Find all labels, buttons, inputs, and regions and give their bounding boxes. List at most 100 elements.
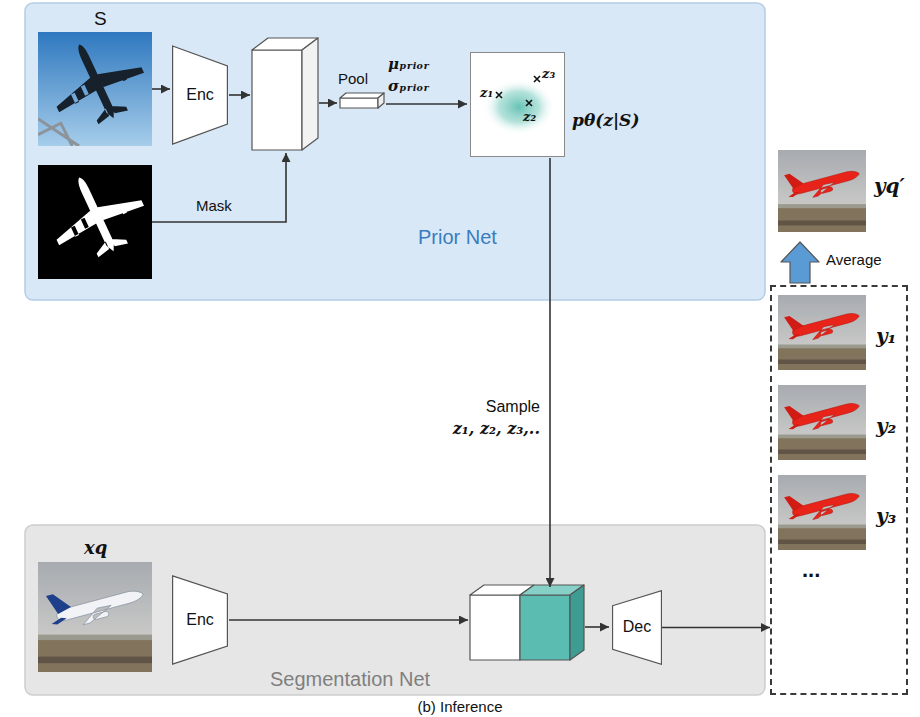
average-arrow — [781, 242, 819, 283]
encoder-block: Enc — [172, 575, 228, 665]
latent-feature-cube — [520, 595, 570, 660]
sample-label: Sample — [486, 398, 540, 416]
latent-distribution-box: z₁z₃z₂pθ(z|S) — [470, 52, 565, 157]
panel-background — [25, 3, 765, 300]
latent-sample-label: z₃ — [542, 67, 555, 82]
panel-title: Prior Net — [418, 226, 497, 249]
encoder-block: Enc — [172, 45, 228, 145]
horizon — [778, 204, 866, 208]
airplane-tail — [783, 493, 806, 520]
ground — [778, 346, 866, 370]
connector-arrow — [662, 627, 770, 629]
query-image-label: xq — [84, 538, 107, 559]
output-label: y₁ — [876, 325, 896, 348]
airplane — [56, 588, 147, 631]
ground — [778, 436, 866, 460]
output-label: y₃ — [876, 505, 896, 528]
query-image — [38, 562, 152, 672]
horizon — [778, 435, 866, 439]
ground — [38, 637, 152, 672]
sky — [778, 475, 866, 550]
horizon — [38, 635, 152, 641]
figure-caption: (b) Inference — [417, 698, 502, 715]
trapezoid — [613, 591, 662, 665]
ellipsis: ... — [802, 557, 820, 582]
sky — [778, 150, 866, 232]
airplane-tail — [783, 313, 806, 340]
flow-arrow — [152, 153, 286, 222]
runway — [778, 360, 866, 365]
airplane-tail — [783, 171, 806, 198]
encoder-label: Enc — [186, 611, 214, 629]
sampled-prediction — [778, 385, 866, 460]
pooled-vector — [340, 98, 378, 108]
prior-distribution-label: pθ(z|S) — [572, 111, 639, 131]
airplane-tail — [783, 403, 806, 430]
sampled-prediction — [778, 295, 866, 370]
feature-cube — [470, 595, 520, 660]
std-label: σₚᵣᵢₒᵣ — [388, 78, 430, 95]
airplane — [38, 165, 152, 271]
panel-background — [25, 525, 765, 695]
decoder-block: Dec — [612, 590, 662, 665]
image-label: S — [94, 8, 107, 30]
sky — [38, 562, 152, 672]
tower-structure — [38, 119, 79, 146]
pooled-vector — [378, 93, 384, 108]
pooled-vector — [340, 93, 384, 98]
airplane — [38, 32, 152, 138]
mean-label: μₚᵣᵢₒᵣ — [388, 56, 429, 73]
runway — [778, 450, 866, 455]
sky — [778, 385, 866, 460]
airplane — [792, 311, 862, 344]
ground — [778, 526, 866, 550]
feature-cube — [252, 50, 302, 150]
airplane — [792, 401, 862, 434]
sample-cross — [534, 76, 540, 82]
gaussian-blob — [483, 79, 555, 135]
final-output-label: yq′ — [874, 175, 905, 198]
sample-cross — [526, 100, 532, 106]
sample-outputs-box: y₁ y₂ y₃... — [770, 285, 908, 695]
horizon — [778, 345, 866, 349]
flow-arrow — [319, 102, 337, 104]
sky — [778, 295, 866, 370]
latent-sample-label: z₂ — [523, 110, 536, 125]
sample-list-label: z₁, z₂, z₃,.. — [453, 420, 540, 438]
flow-arrow — [229, 619, 468, 621]
flow-arrow — [152, 88, 170, 90]
trapezoid — [173, 46, 228, 144]
trapezoid — [173, 576, 228, 664]
sampled-prediction — [778, 475, 866, 550]
support-image — [38, 32, 152, 146]
averaged-prediction — [778, 150, 866, 232]
flow-arrow — [585, 626, 609, 628]
decoder-label: Dec — [623, 618, 651, 636]
airplane — [792, 169, 862, 202]
panel-title: Segmentation Net — [270, 668, 430, 691]
latent-sample-label: z₁ — [480, 86, 493, 101]
flow-arrow — [229, 94, 250, 96]
latent-feature-cube — [570, 585, 584, 660]
segmentation-net-panel: Enc DecSegmentation Net — [25, 525, 765, 695]
ground — [778, 206, 866, 232]
pool-label: Pool — [338, 70, 368, 87]
airplane-tail — [44, 591, 74, 626]
support-mask — [38, 165, 152, 279]
flow-arrow — [386, 103, 467, 105]
runway — [778, 221, 866, 226]
horizon — [778, 525, 866, 529]
flow-arrow — [549, 158, 551, 587]
sample-cross — [496, 92, 502, 98]
airplane — [792, 491, 862, 524]
output-label: y₂ — [876, 415, 896, 438]
mask-label: Mask — [196, 197, 232, 214]
prior-net-panel: Enc z₁ z₃ z₂ pθ(z|S) Prior Net — [25, 3, 765, 300]
runway — [38, 657, 152, 664]
average-label: Average — [826, 251, 882, 268]
